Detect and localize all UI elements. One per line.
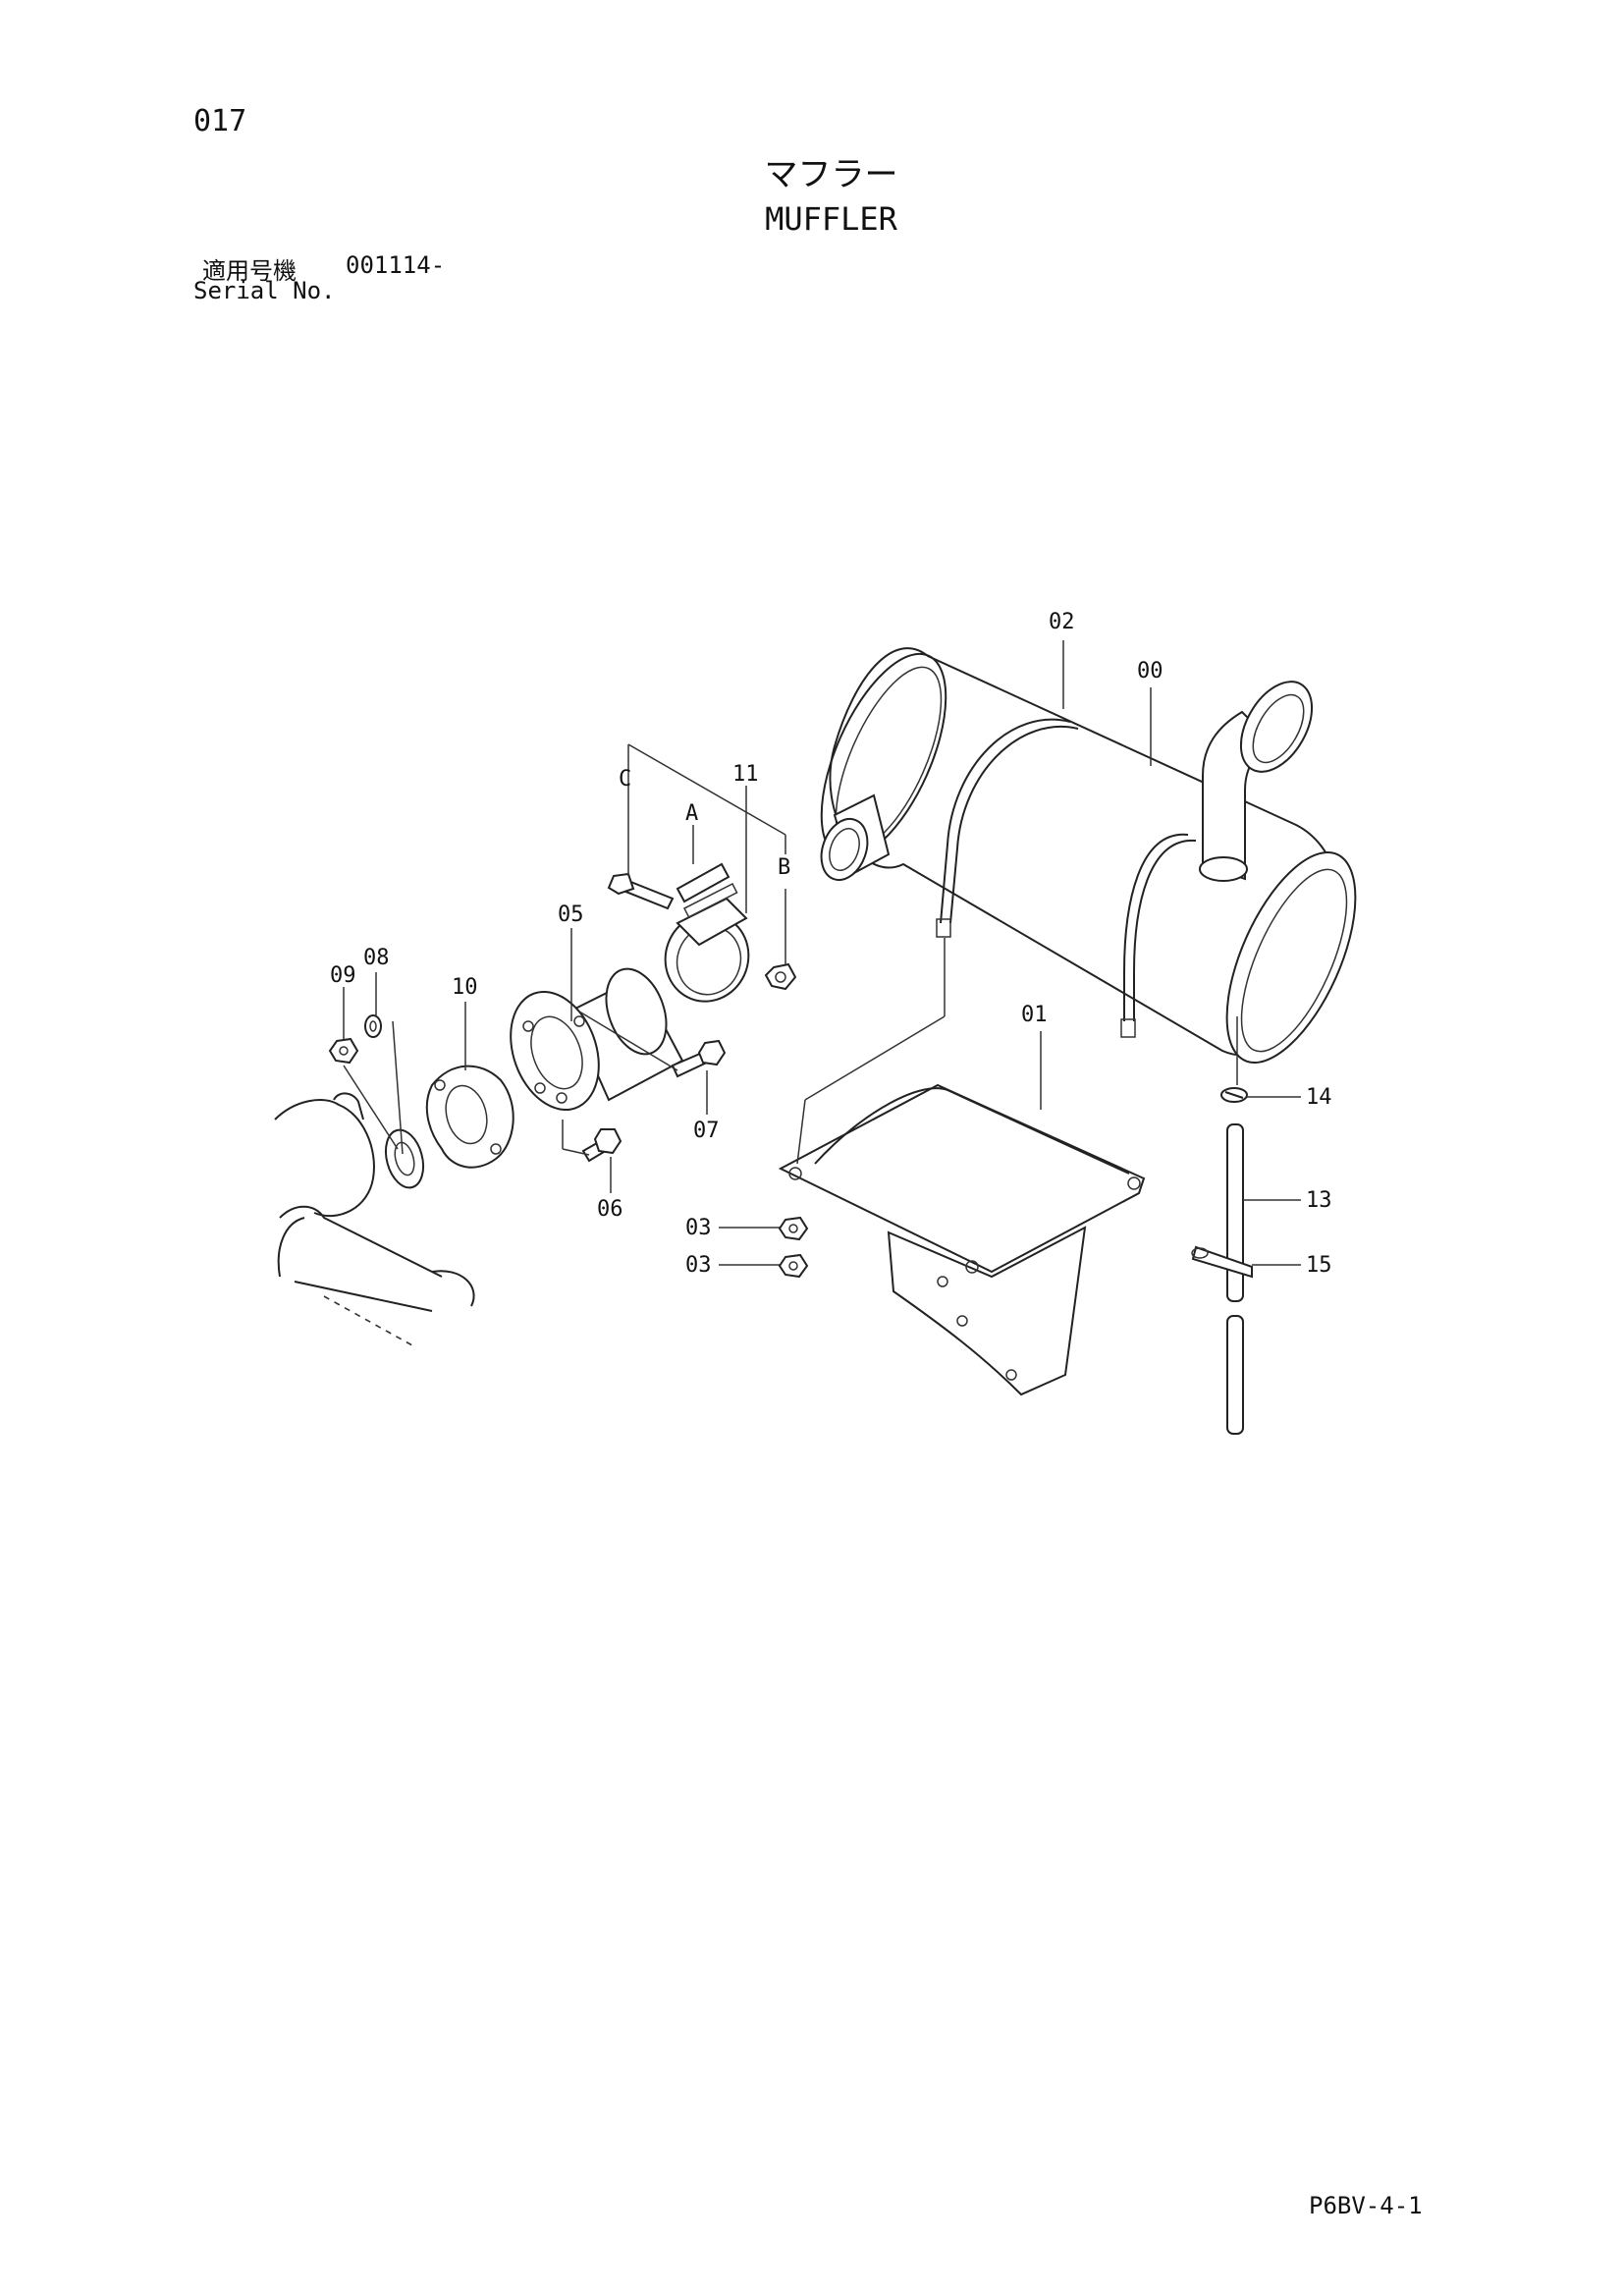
flanged-pipe xyxy=(510,967,684,1112)
callout-01: 01 xyxy=(1021,1003,1048,1027)
callout-labels: 02 00 01 11 C A B 05 10 09 08 07 06 03 0… xyxy=(330,610,1332,1278)
callout-09: 09 xyxy=(330,963,356,988)
callout-10: 10 xyxy=(452,975,478,1000)
page-code: P6BV-4-1 xyxy=(1309,2192,1423,2219)
callout-06: 06 xyxy=(597,1197,623,1222)
callout-ref-c: C xyxy=(619,767,631,792)
mounting-bands xyxy=(936,718,1197,1038)
serial-label-english: Serial No. xyxy=(193,277,336,304)
drain-pipe-assembly xyxy=(1191,1087,1253,1435)
callout-00: 00 xyxy=(1137,659,1163,683)
gasket xyxy=(425,1065,514,1169)
serial-label-japanese: 適用号機 xyxy=(202,257,297,285)
callout-ref-a: A xyxy=(685,801,698,826)
callout-14: 14 xyxy=(1306,1085,1332,1110)
callout-03-lower: 03 xyxy=(685,1253,712,1278)
callout-08: 08 xyxy=(363,946,390,970)
nut-and-washer xyxy=(328,1014,382,1065)
callout-07: 07 xyxy=(693,1119,720,1143)
callout-15: 15 xyxy=(1306,1253,1332,1278)
callout-ref-b: B xyxy=(778,855,790,880)
engine-exhaust-outlet xyxy=(274,1092,475,1346)
callout-02: 02 xyxy=(1049,610,1075,634)
muffler-body xyxy=(820,647,1357,1065)
serial-value: 001114- xyxy=(346,251,446,279)
bolts xyxy=(581,1039,727,1163)
title-english: MUFFLER xyxy=(765,200,897,238)
nuts-03 xyxy=(778,1216,809,1279)
title-japanese: マフラー xyxy=(764,155,898,194)
leader-lines xyxy=(343,640,1301,1266)
callout-11: 11 xyxy=(732,762,759,787)
page-number: 017 xyxy=(193,104,247,138)
callout-05: 05 xyxy=(558,902,584,927)
pipe-clamp xyxy=(607,862,797,1003)
muffler-bracket xyxy=(778,1083,1146,1396)
callout-13: 13 xyxy=(1306,1188,1332,1213)
callout-03-upper: 03 xyxy=(685,1216,712,1240)
